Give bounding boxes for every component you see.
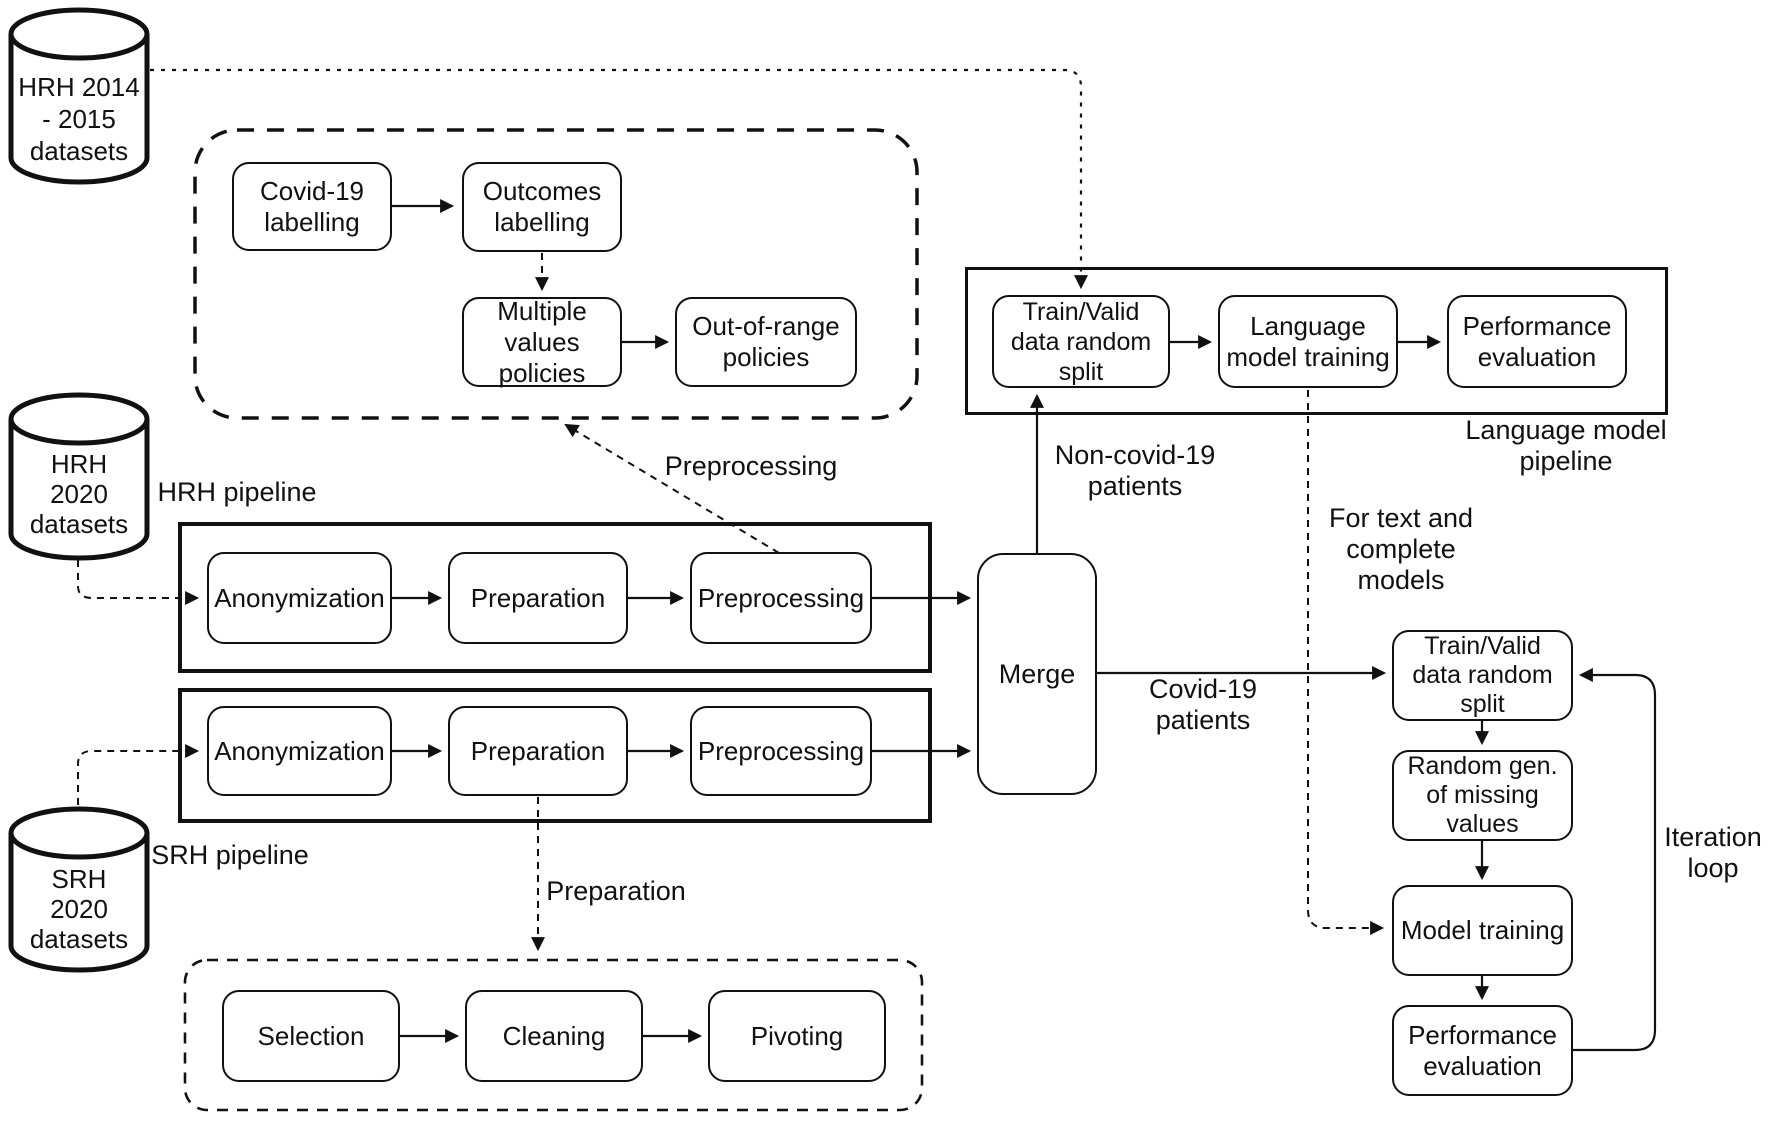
- cv-train-valid-split-node: Train/Valid data random split: [1392, 630, 1573, 721]
- model-training-node: Model training: [1392, 885, 1573, 976]
- hrh-anonymization-node: Anonymization: [207, 552, 392, 644]
- preparation-edge-label: Preparation: [546, 876, 686, 906]
- edge-hrh2020-to-anonymization: [77, 560, 200, 605]
- hrh-preprocessing-node: Preprocessing: [690, 552, 872, 644]
- merge-node: Merge: [977, 553, 1097, 795]
- lm-train-valid-split-node: Train/Valid data random split: [992, 295, 1170, 388]
- preprocessing-detail-container: [193, 128, 919, 420]
- covid-patients-label: Covid-19 patients: [1148, 674, 1258, 735]
- for-text-models-label: For text and complete models: [1328, 503, 1474, 595]
- edge-srh2020-to-anonymization: [77, 744, 200, 805]
- hrh-2020-datasets-label: HRH 2020 datasets: [29, 449, 129, 539]
- out-of-range-policies-node: Out-of-range policies: [675, 297, 857, 387]
- hrh-preparation-node: Preparation: [448, 552, 628, 644]
- srh-pipeline-label: SRH pipeline: [151, 840, 309, 870]
- srh-preparation-node: Preparation: [448, 706, 628, 796]
- preprocessing-edge-label: Preprocessing: [664, 451, 838, 481]
- preparation-detail-container: [183, 958, 924, 1112]
- random-gen-missing-values-node: Random gen. of missing values: [1392, 750, 1573, 841]
- language-model-pipeline-label: Language model pipeline: [1465, 415, 1667, 476]
- hrh-2014-2015-datasets-label: HRH 2014 - 2015 datasets: [18, 72, 140, 166]
- hrh-pipeline-box: [178, 522, 932, 673]
- srh-preprocessing-node: Preprocessing: [690, 706, 872, 796]
- covid-labelling-node: Covid-19 labelling: [232, 162, 392, 251]
- edge-hrh2014-to-lm-split: [150, 68, 1088, 290]
- language-model-training-node: Language model training: [1218, 295, 1398, 388]
- edge-lmtraining-to-modeltraining: [1307, 390, 1385, 935]
- cv-performance-evaluation-node: Performance evaluation: [1392, 1005, 1573, 1096]
- lm-performance-evaluation-node: Performance evaluation: [1447, 295, 1627, 388]
- edge-preprocessing-detail: [564, 423, 780, 554]
- cleaning-node: Cleaning: [465, 990, 643, 1082]
- multiple-values-policies-node: Multiple values policies: [462, 296, 622, 388]
- pivoting-node: Pivoting: [708, 990, 886, 1082]
- outcomes-labelling-node: Outcomes labelling: [462, 162, 622, 252]
- hrh-pipeline-label: HRH pipeline: [157, 477, 317, 507]
- selection-node: Selection: [222, 990, 400, 1082]
- database-icon-srh-2020: [8, 806, 150, 973]
- non-covid-patients-label: Non-covid-19 patients: [1054, 440, 1216, 501]
- srh-pipeline-box: [178, 688, 932, 823]
- database-icon-hrh-2014-2015: [8, 7, 150, 185]
- iteration-loop-label: Iteration loop: [1664, 822, 1762, 883]
- database-icon-hrh-2020: [8, 392, 150, 561]
- srh-2020-datasets-label: SRH 2020 datasets: [29, 864, 129, 954]
- srh-anonymization-node: Anonymization: [207, 706, 392, 796]
- edge-iteration-loop: [1573, 668, 1657, 1052]
- language-model-pipeline-box: [965, 267, 1668, 415]
